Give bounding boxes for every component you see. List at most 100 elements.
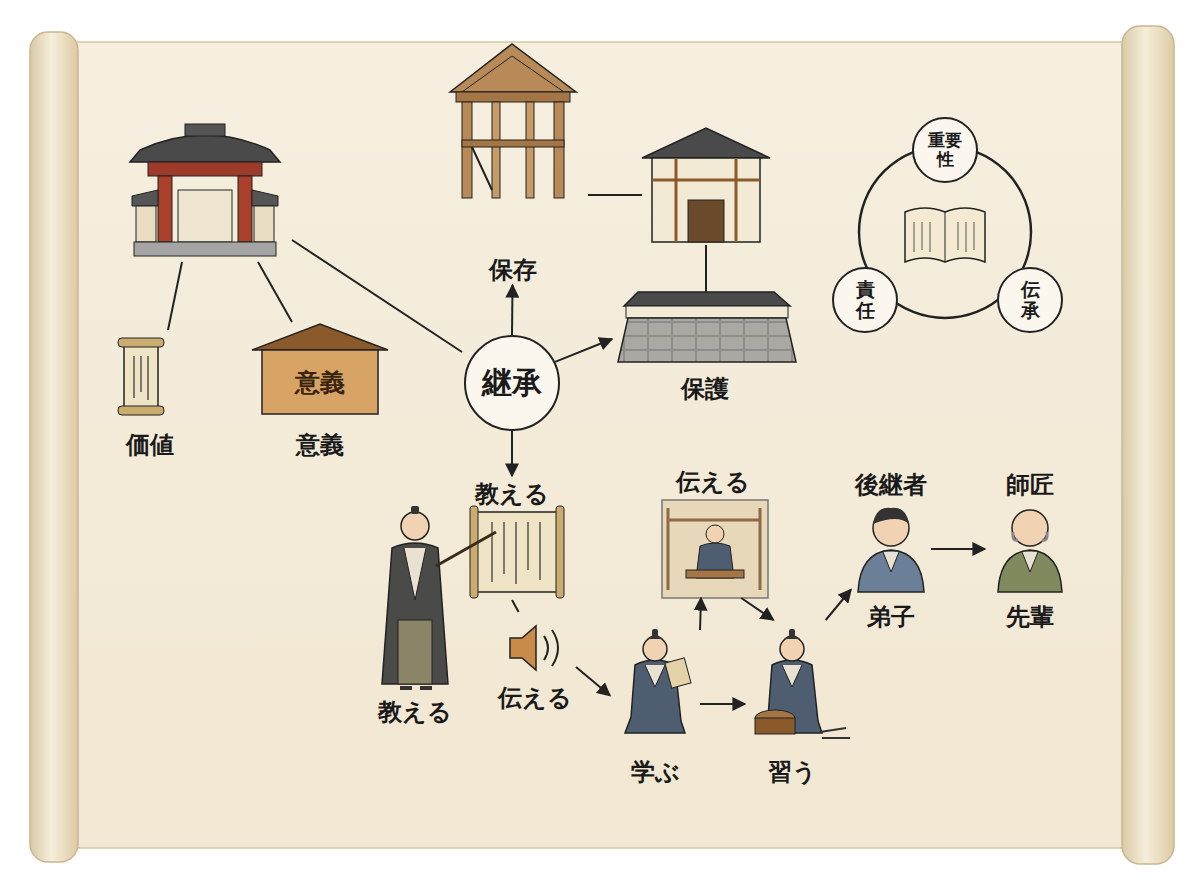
teach-scroll: 教える	[457, 476, 567, 600]
value-scroll	[124, 346, 158, 408]
workshop-scene	[662, 500, 768, 598]
teacher-figure	[398, 620, 432, 684]
node-label: 保存	[489, 254, 537, 286]
teacher-figure	[382, 506, 496, 690]
value-circle: 責任	[832, 267, 898, 333]
wooden-frame	[450, 44, 576, 92]
decorative-line	[588, 194, 642, 196]
successor-figure	[858, 508, 924, 592]
building	[652, 158, 760, 242]
connector-arrow	[700, 703, 745, 705]
node-label: 教える	[475, 478, 549, 510]
scroll-paper	[1122, 26, 1174, 864]
teacher-figure	[436, 532, 496, 566]
workshop-node: 伝える	[655, 462, 770, 598]
meaning-sign: 意義意義	[252, 322, 388, 460]
wooden-frame	[450, 44, 576, 198]
node-label: 弟子	[867, 601, 915, 633]
speaker-icon	[510, 626, 558, 670]
value-figure: 価値	[110, 330, 190, 460]
value-circle: 伝承	[997, 267, 1063, 333]
connector-arrow	[826, 590, 851, 621]
node-label: 伝える	[498, 682, 572, 714]
connector-arrow	[700, 598, 701, 630]
node-label: 継承	[482, 363, 542, 404]
successor-figure	[883, 552, 899, 572]
value-scroll	[118, 338, 164, 415]
decorative-line	[258, 262, 292, 322]
master-figure	[998, 550, 1062, 592]
wooden-frame	[462, 102, 472, 198]
scroll-paper	[30, 32, 78, 862]
teacher-figure	[411, 506, 419, 514]
speak-node: 伝える	[494, 612, 576, 712]
teaching-scroll	[556, 506, 564, 598]
value-ring	[905, 208, 985, 262]
value-scroll	[118, 406, 164, 415]
node-label: 重要性	[928, 131, 962, 168]
wooden-frame	[456, 92, 570, 102]
node-label: 保護	[681, 373, 729, 405]
master-figure	[1013, 532, 1047, 540]
wooden-frame	[462, 140, 564, 147]
decorative-line	[705, 245, 707, 292]
value-circle: 重要性	[912, 117, 978, 183]
master-node: 師匠先輩	[985, 468, 1075, 630]
castle-wall	[626, 306, 788, 318]
successor-node: 後継者弟子	[851, 468, 931, 630]
speaker-icon	[510, 626, 536, 670]
practice-figure	[820, 728, 850, 738]
temple-gate	[238, 176, 252, 242]
value-ring	[945, 212, 946, 262]
workshop-scene	[706, 525, 724, 543]
node-label: 意義	[296, 429, 344, 461]
building	[688, 200, 724, 242]
speaker-icon	[544, 630, 558, 666]
node-label: 価値	[126, 429, 174, 461]
protect-figure: 保護	[612, 285, 798, 405]
wooden-frame	[472, 147, 492, 190]
temple-gate	[130, 135, 280, 162]
node-label: 先輩	[1006, 601, 1054, 633]
master-figure	[1012, 510, 1048, 546]
node-label: 学ぶ	[631, 756, 680, 788]
practice-figure	[755, 718, 795, 734]
teacher-node: 教える	[360, 498, 470, 726]
connector-arrow	[741, 598, 773, 620]
workshop-scene	[662, 500, 768, 598]
node-label: 責任	[856, 279, 875, 321]
workshop-scene	[686, 570, 744, 578]
preserve-figure: 保存	[440, 35, 585, 285]
connector-arrow	[511, 431, 513, 476]
temple-gate	[252, 190, 278, 206]
temple-gate	[132, 190, 158, 206]
temple-gate	[185, 124, 225, 136]
node-label: 師匠	[1006, 469, 1054, 501]
wooden-sign	[252, 324, 388, 350]
wooden-sign	[252, 324, 388, 414]
teaching-scroll	[492, 522, 540, 584]
connector-arrow	[931, 548, 985, 550]
temple-gate	[136, 206, 156, 242]
teaching-scroll	[470, 506, 478, 598]
temple-gate	[148, 162, 262, 176]
wooden-frame	[526, 102, 534, 198]
teacher-figure	[400, 686, 432, 690]
node-label: 意義	[295, 366, 345, 399]
teaching-scroll	[470, 506, 564, 598]
practice-figure	[755, 629, 850, 738]
node-label: 伝承	[1021, 279, 1040, 321]
connector-arrow	[512, 600, 519, 612]
temple-gate	[254, 206, 274, 242]
teacher-figure	[401, 512, 429, 540]
connector-arrow	[511, 285, 514, 335]
node-label: 教える	[378, 696, 452, 728]
learning-figure	[665, 658, 691, 688]
practice-node: 習う	[745, 620, 840, 788]
node-label: 後継者	[855, 469, 927, 501]
value-ring	[914, 222, 974, 252]
scroll-paper	[60, 42, 1140, 848]
building	[642, 128, 770, 158]
